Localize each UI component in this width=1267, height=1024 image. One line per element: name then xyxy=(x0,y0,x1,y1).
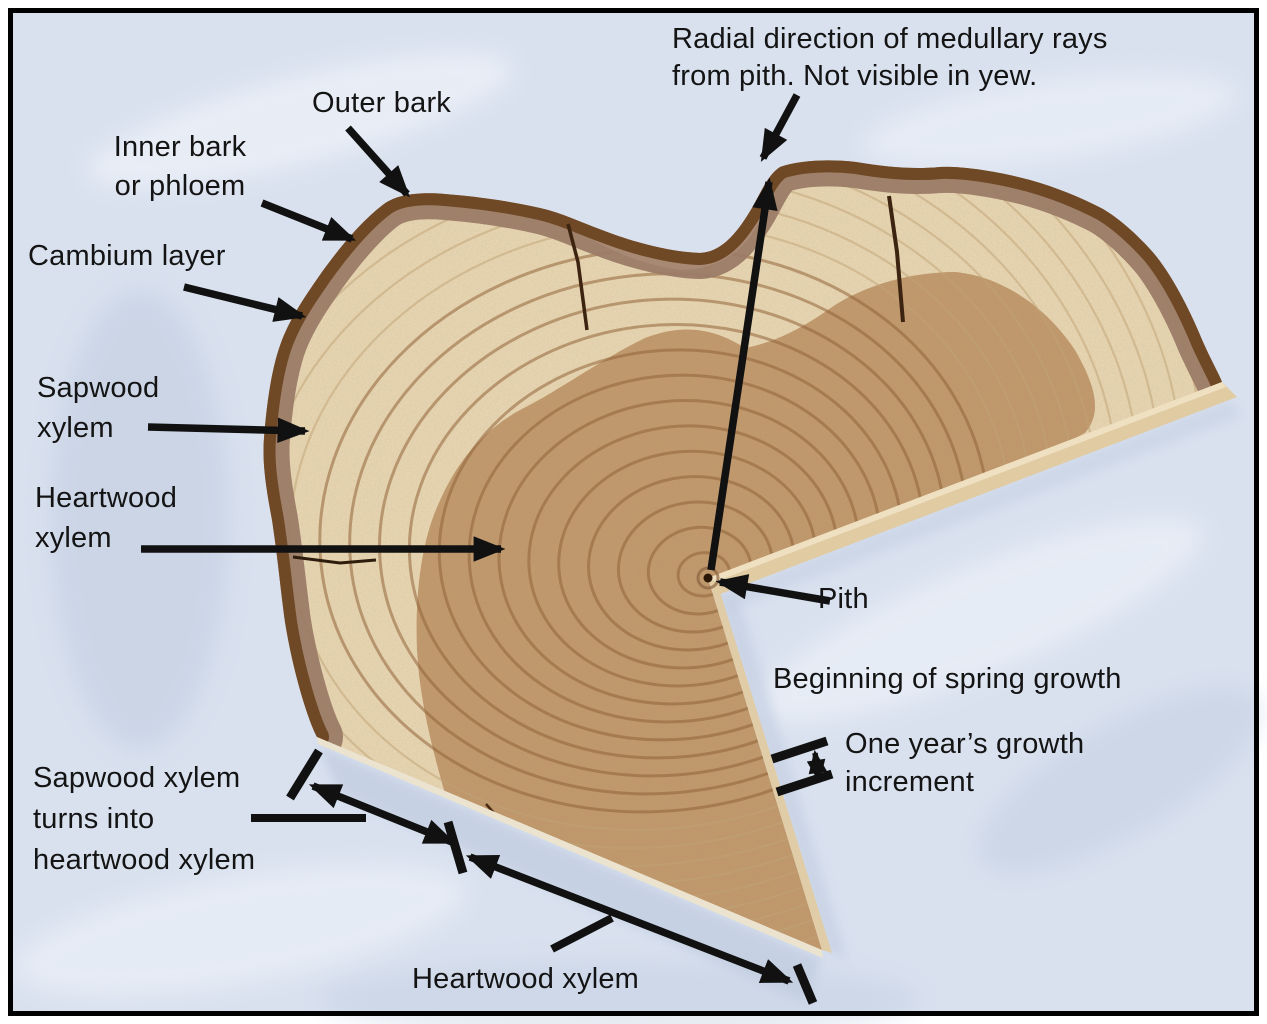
pith-arrow xyxy=(715,574,831,605)
heartwood-width-tick xyxy=(792,963,818,1005)
sapwood-width-tick xyxy=(286,748,323,801)
cut-face-upper xyxy=(708,382,1237,595)
inner-bark-arrow xyxy=(260,199,357,243)
label-heartwood-xylem: Heartwood xylem xyxy=(35,482,178,554)
label-pith: Pith xyxy=(818,583,869,615)
crack xyxy=(566,223,589,331)
crack xyxy=(887,195,905,323)
label-outer-bark: Outer bark xyxy=(312,87,451,119)
annotations xyxy=(141,93,834,1005)
sapwood-arrow xyxy=(147,417,310,444)
label-sapwood-turns: Sapwood xylem turns into heartwood xylem xyxy=(33,762,256,876)
radial-note-arrow xyxy=(759,93,801,162)
label-one-year-increment: One year’s growth increment xyxy=(845,728,1085,798)
outer-bark-arrow xyxy=(345,125,410,198)
heartwood-width-arrow xyxy=(465,853,794,985)
sapwood-width-arrow xyxy=(308,782,457,846)
crack xyxy=(292,555,377,565)
cambium-arrow xyxy=(183,283,307,322)
label-sapwood-xylem: Sapwood xylem xyxy=(37,372,160,444)
label-cambium-layer: Cambium layer xyxy=(28,240,226,272)
label-inner-bark: Inner bark or phloem xyxy=(113,131,247,202)
label-spring-growth: Beginning of spring growth xyxy=(773,663,1122,695)
cut-face-right xyxy=(708,578,832,953)
border-frame xyxy=(8,8,1259,1016)
label-heartwood-bottom: Heartwood xylem xyxy=(412,963,640,995)
heartwood-bottom-leader xyxy=(550,914,614,953)
year-increment-tick xyxy=(770,736,829,764)
cloth-background xyxy=(10,10,1262,1024)
radial-direction-arrow xyxy=(707,177,778,571)
label-radial-direction: Radial direction of medullary rays from … xyxy=(672,23,1108,92)
year-increment-arrow xyxy=(806,749,828,784)
pith-dot xyxy=(703,573,713,583)
